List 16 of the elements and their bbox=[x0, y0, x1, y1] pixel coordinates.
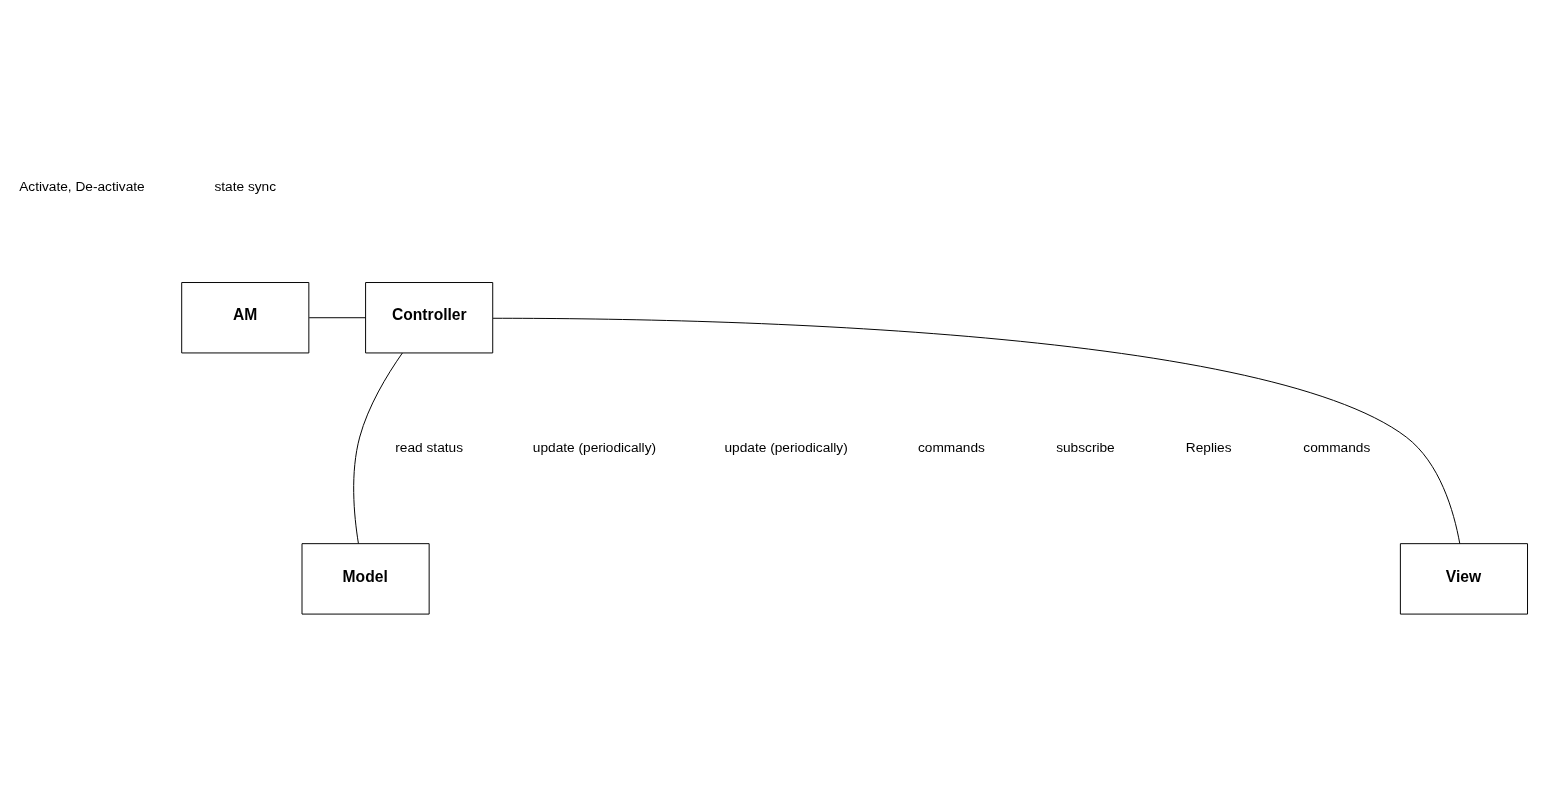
connector bbox=[353, 352, 403, 544]
node-box: View bbox=[1399, 542, 1528, 615]
label: update (periodically) bbox=[724, 439, 848, 455]
node-box: AM bbox=[181, 281, 310, 353]
label: update (periodically) bbox=[532, 439, 657, 455]
label: subscribe bbox=[1056, 439, 1115, 455]
label: commands bbox=[1303, 439, 1371, 455]
connector bbox=[308, 316, 366, 318]
node-box: Model bbox=[301, 542, 430, 615]
connector bbox=[492, 317, 1461, 544]
label: Replies bbox=[1185, 439, 1232, 455]
node-box: Controller bbox=[365, 281, 494, 353]
label: commands bbox=[917, 439, 985, 455]
label: read status bbox=[395, 439, 464, 455]
label: Activate, De-activate bbox=[19, 178, 145, 194]
label: state sync bbox=[214, 178, 277, 194]
